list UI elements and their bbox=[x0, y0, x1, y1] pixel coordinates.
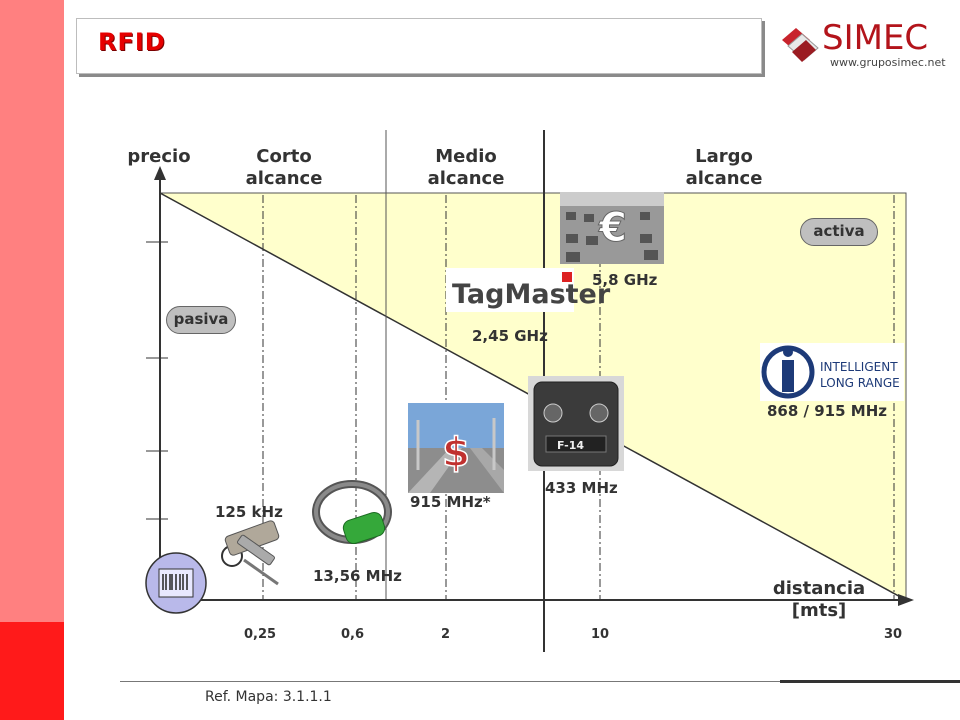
tagmaster-logo: TagMaster bbox=[446, 268, 611, 312]
ilr-line2: LONG RANGE bbox=[820, 376, 900, 390]
footer-accent bbox=[780, 680, 960, 683]
x-tick-label: 30 bbox=[884, 627, 903, 642]
dollar-symbol: $ bbox=[442, 430, 470, 476]
freq-868-915mhz: 868 / 915 MHz bbox=[767, 402, 887, 420]
wristband-icon bbox=[312, 480, 392, 545]
zone-label-passive: pasiva bbox=[166, 306, 236, 334]
remote-control-icon: F-14 bbox=[528, 376, 624, 471]
footer-reference: Ref. Mapa: 3.1.1.1 bbox=[205, 689, 332, 705]
x-tick-label: 0,25 bbox=[244, 627, 277, 642]
logo-mark-icon bbox=[782, 28, 819, 62]
freq-58ghz: 5,8 GHz bbox=[592, 271, 658, 289]
left-accent-bar bbox=[0, 0, 64, 720]
footer-divider bbox=[120, 681, 960, 682]
freq-1356mhz: 13,56 MHz bbox=[313, 567, 402, 585]
tagmaster-text: TagMaster bbox=[452, 279, 611, 310]
barcode-reader-icon bbox=[145, 552, 207, 614]
freq-915mhz-star: 915 MHz* bbox=[410, 493, 491, 511]
x-axis-arrow-icon bbox=[898, 594, 914, 606]
logo-url: www.gruposimec.net bbox=[830, 56, 946, 69]
header-medium-range: Medio alcance bbox=[427, 146, 505, 189]
y-axis-label: precio bbox=[127, 146, 191, 167]
slide-title: RFID bbox=[98, 28, 166, 56]
x-tick-label: 0,6 bbox=[341, 627, 365, 642]
remote-model: F-14 bbox=[557, 439, 584, 452]
x-axis-label: distancia [mts] bbox=[772, 578, 866, 621]
title-frame bbox=[76, 18, 762, 74]
freq-433mhz: 433 MHz bbox=[545, 479, 618, 497]
key-tag-icon bbox=[221, 520, 280, 586]
zone-label-active: activa bbox=[800, 218, 878, 246]
y-axis-arrow-icon bbox=[154, 166, 166, 180]
header-short-range: Corto alcance bbox=[245, 146, 323, 189]
header-long-range: Largo alcance bbox=[685, 146, 763, 189]
ilr-logo: INTELLIGENT LONG RANGE bbox=[760, 343, 904, 401]
ilr-line1: INTELLIGENT bbox=[820, 360, 898, 374]
highway-toll-photo-icon: $ bbox=[408, 403, 504, 493]
freq-245ghz: 2,45 GHz bbox=[472, 327, 548, 345]
left-accent-bar-bottom bbox=[0, 622, 64, 720]
x-tick-label: 10 bbox=[591, 627, 610, 642]
euro-symbol: € bbox=[598, 205, 627, 251]
x-tick-label: 2 bbox=[441, 627, 451, 642]
traffic-photo-icon: € bbox=[560, 192, 664, 264]
logo-name: SIMEC bbox=[822, 18, 929, 58]
simec-logo: SIMEC www.gruposimec.net bbox=[778, 18, 948, 74]
freq-125khz: 125 kHz bbox=[215, 503, 283, 521]
